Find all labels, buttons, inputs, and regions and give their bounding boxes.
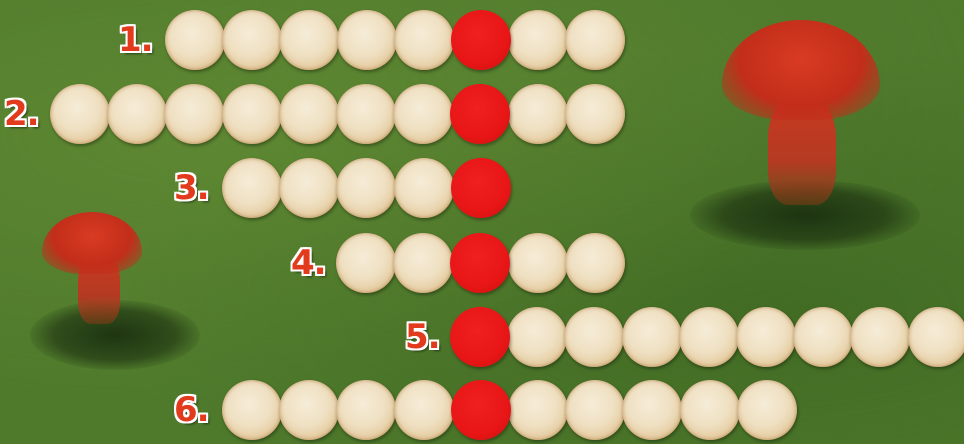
row-label: 6. (174, 390, 209, 430)
row-label: 2. (4, 94, 39, 134)
bead-row-5: 5. (0, 307, 964, 367)
bead (222, 84, 282, 144)
bead (394, 380, 454, 440)
bead-red (451, 10, 511, 70)
bead-row-1: 1. (0, 10, 964, 70)
bead (564, 307, 624, 367)
bead (622, 380, 682, 440)
bead-red (450, 233, 510, 293)
bead (508, 10, 568, 70)
bead-row-2: 2. (0, 84, 964, 144)
bead-row-6: 6. (0, 380, 964, 440)
bead (850, 307, 910, 367)
bead (222, 158, 282, 218)
bead (164, 84, 224, 144)
row-label: 3. (174, 168, 209, 208)
bead (565, 10, 625, 70)
bead-red (450, 84, 510, 144)
row-label: 1. (118, 20, 153, 60)
bead (336, 233, 396, 293)
bead (508, 233, 568, 293)
row-label: 5. (405, 317, 440, 357)
bead (50, 84, 110, 144)
bead-red (451, 158, 511, 218)
bead (165, 10, 225, 70)
bead (565, 380, 625, 440)
bead-red (450, 307, 510, 367)
bead (736, 307, 796, 367)
bead-row-3: 3. (0, 158, 964, 218)
bead (222, 380, 282, 440)
bead (279, 84, 339, 144)
bead (507, 307, 567, 367)
bead (279, 10, 339, 70)
bead (279, 158, 339, 218)
bead (793, 307, 853, 367)
bead (565, 233, 625, 293)
bead (680, 380, 740, 440)
bead (336, 84, 396, 144)
bead (508, 84, 568, 144)
bead (337, 10, 397, 70)
bead (394, 10, 454, 70)
bead (679, 307, 739, 367)
bead (393, 233, 453, 293)
row-label: 4. (291, 243, 326, 283)
bead (393, 84, 453, 144)
bead (737, 380, 797, 440)
bead (336, 158, 396, 218)
bead (279, 380, 339, 440)
bead (622, 307, 682, 367)
bead-red (451, 380, 511, 440)
bead (107, 84, 167, 144)
bead (565, 84, 625, 144)
bead (336, 380, 396, 440)
bead (394, 158, 454, 218)
bead (222, 10, 282, 70)
bead (908, 307, 964, 367)
bead (508, 380, 568, 440)
bead-row-4: 4. (0, 233, 964, 293)
